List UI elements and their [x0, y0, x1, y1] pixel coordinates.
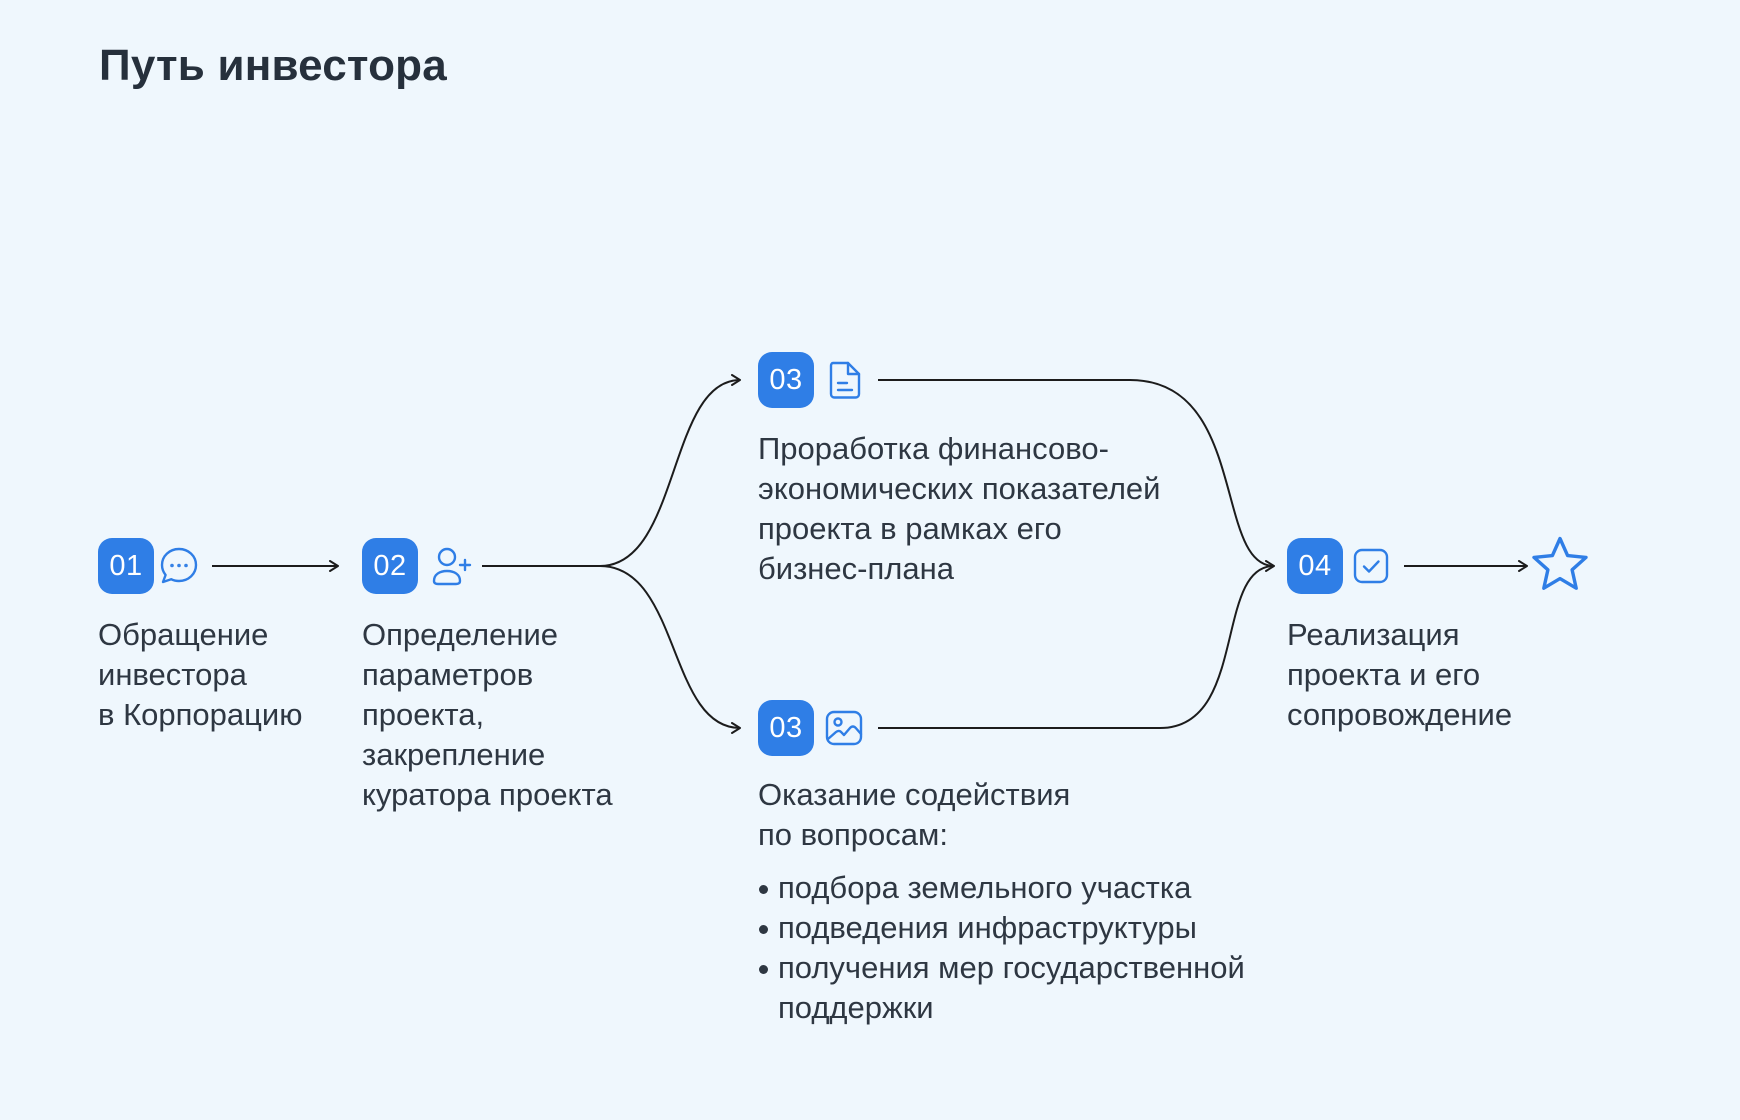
checkbox-icon: [1349, 544, 1393, 588]
arrow-02-to-03-bottom: [599, 565, 741, 734]
document-icon: [823, 358, 867, 402]
list-item: подбора земельного участка: [758, 868, 1245, 908]
step-01-badge: 01: [98, 538, 154, 594]
image-icon: [822, 706, 866, 750]
step-02-label: Определение параметров проекта, закрепле…: [362, 617, 613, 812]
step-04-badge: 04: [1287, 538, 1343, 594]
step-03-support-badge: 03: [758, 700, 814, 756]
arrow-02-to-03-top: [482, 374, 741, 567]
step-03-finance-badge: 03: [758, 352, 814, 408]
list-item: получения мер государственной поддержки: [758, 948, 1245, 1028]
step-04-label: Реализация проекта и его сопровождение: [1287, 617, 1513, 732]
step-01-label: Обращение инвестора в Корпорацию: [98, 617, 303, 732]
user-add-icon: [429, 544, 473, 588]
step-03-finance-label: Проработка финансово- экономических пока…: [758, 431, 1161, 586]
star-icon: [1529, 534, 1591, 596]
step-02-badge: 02: [362, 538, 418, 594]
list-item: подведения инфраструктуры: [758, 908, 1245, 948]
arrow-03-bottom-to-04: [878, 565, 1275, 729]
page-title: Путь инвестора: [99, 41, 447, 90]
arrow-03-top-to-04: [878, 379, 1275, 572]
support-topics-list: подбора земельного участка подведения ин…: [758, 868, 1245, 1028]
chat-bubble-icon: [157, 544, 201, 588]
step-03-support-label: Оказание содействия по вопросам:: [758, 777, 1071, 852]
